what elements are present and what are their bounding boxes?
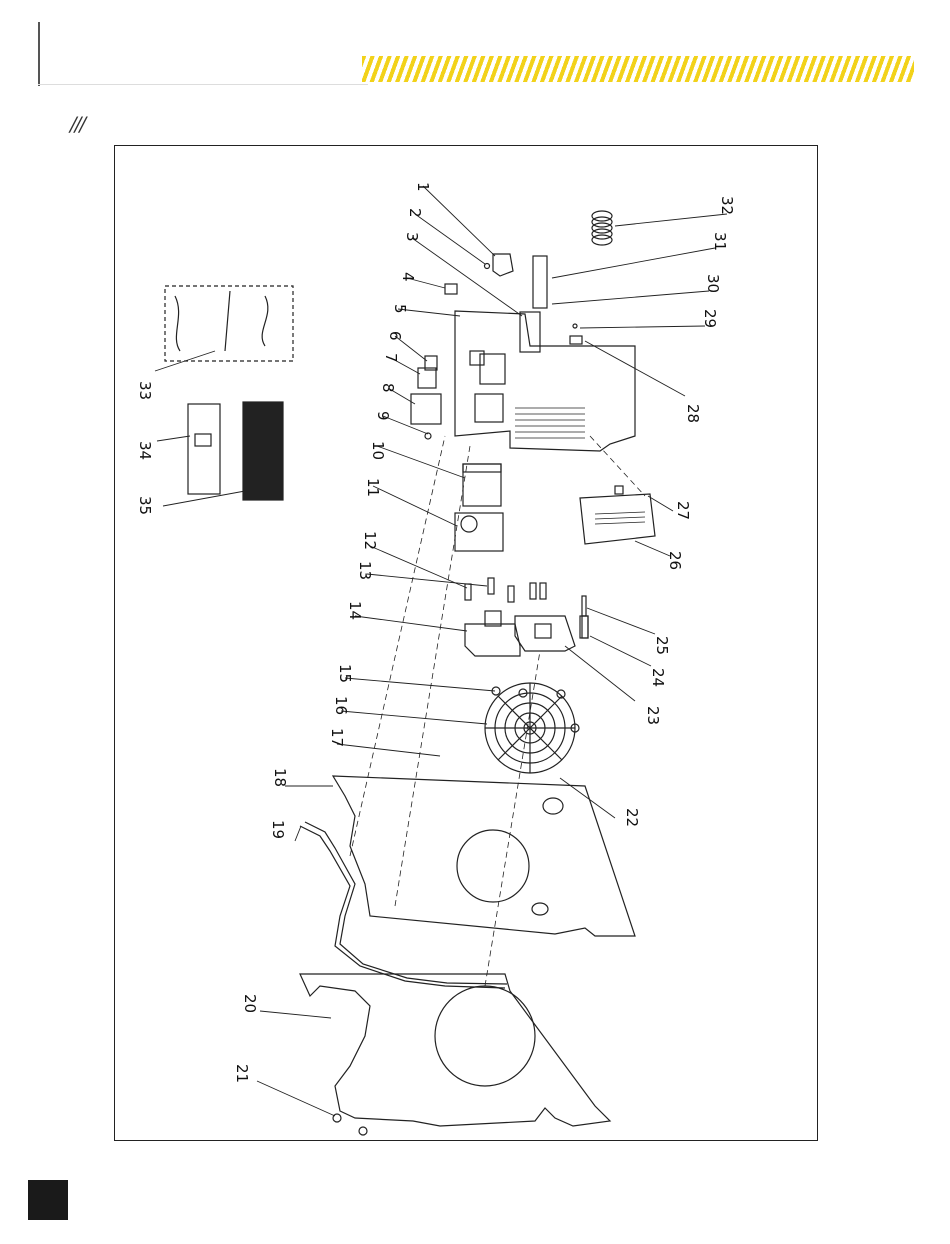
- part-label-5: 5: [391, 304, 409, 314]
- part-19-wire: [300, 826, 505, 988]
- part-label-4: 4: [399, 272, 417, 282]
- part-14-pcb-box: [465, 624, 520, 656]
- part-23-board: [515, 616, 575, 651]
- part-label-1: 1: [414, 182, 432, 192]
- header-hatched-band: [362, 56, 914, 82]
- part-26-enclosure: [580, 494, 655, 544]
- section-mark: ///: [70, 112, 84, 136]
- part-2-screw: [485, 264, 490, 269]
- part-label-10: 10: [369, 441, 387, 460]
- part-24-spacer: [580, 616, 588, 638]
- exploded-view-diagram: 1 2 3 4 5 6 7 8 9 10 11 12 13 14 15 16 1…: [115, 146, 819, 1142]
- part-label-29: 29: [701, 309, 719, 328]
- part-35-vent-panel: [243, 402, 283, 500]
- part-16-fan-guard: [485, 683, 575, 773]
- part-5-chassis: [455, 311, 635, 451]
- part-label-16: 16: [332, 696, 350, 715]
- exploded-view-frame: 1 2 3 4 5 6 7 8 9 10 11 12 13 14 15 16 1…: [114, 145, 818, 1141]
- part-20-front-panel: [300, 974, 610, 1126]
- part-label-13: 13: [356, 561, 374, 580]
- part-label-26: 26: [666, 551, 684, 570]
- part-label-8: 8: [379, 383, 397, 393]
- part-number-labels: 1 2 3 4 5 6 7 8 9 10 11 12 13 14 15 16 1…: [136, 182, 736, 1083]
- part-27-clip: [615, 486, 623, 494]
- part-label-30: 30: [704, 274, 722, 293]
- page-corner-block: [28, 1180, 68, 1220]
- part-25-bolt: [582, 596, 586, 616]
- part-label-25: 25: [653, 636, 671, 655]
- part-18-oval-hole: [532, 903, 548, 915]
- part-18-fan-hole: [457, 830, 529, 902]
- part-4-clip: [445, 284, 457, 294]
- part-label-32: 32: [718, 196, 736, 215]
- part-label-22: 22: [623, 808, 641, 827]
- part-34-front-label: [188, 404, 220, 494]
- part-label-28: 28: [684, 404, 702, 423]
- part-31-rail: [533, 256, 547, 308]
- part-7-relay: [418, 368, 436, 388]
- part-28-sensor: [570, 336, 582, 344]
- part-label-18: 18: [271, 768, 289, 787]
- part-1-bracket: [493, 254, 513, 276]
- part-label-19: 19: [269, 820, 287, 839]
- part-8-contactor: [411, 394, 441, 424]
- part-label-33: 33: [136, 381, 154, 400]
- part-label-3: 3: [403, 232, 421, 242]
- part-label-15: 15: [336, 664, 354, 683]
- part-label-6: 6: [386, 331, 404, 341]
- part-11-knob-box: [455, 513, 503, 551]
- part-label-20: 20: [241, 994, 259, 1013]
- part-label-9: 9: [374, 411, 392, 421]
- part-29-screw: [573, 324, 577, 328]
- part-label-35: 35: [136, 496, 154, 515]
- part-label-11: 11: [364, 478, 382, 497]
- header-thin-rule: [38, 84, 368, 85]
- part-label-14: 14: [346, 601, 364, 620]
- part-label-12: 12: [361, 531, 379, 550]
- part-label-31: 31: [711, 232, 729, 251]
- part-label-17: 17: [328, 728, 346, 747]
- part-label-34: 34: [136, 441, 154, 460]
- part-label-23: 23: [644, 706, 662, 725]
- part-label-2: 2: [406, 208, 424, 218]
- part-32-coil: [592, 211, 612, 245]
- part-label-21: 21: [233, 1064, 251, 1083]
- header-vertical-rule: [38, 22, 40, 86]
- part-label-7: 7: [382, 353, 400, 363]
- part-label-24: 24: [649, 668, 667, 687]
- part-20-fan-hole: [435, 986, 535, 1086]
- part-label-27: 27: [674, 501, 692, 520]
- part-10-pot-box: [463, 464, 501, 506]
